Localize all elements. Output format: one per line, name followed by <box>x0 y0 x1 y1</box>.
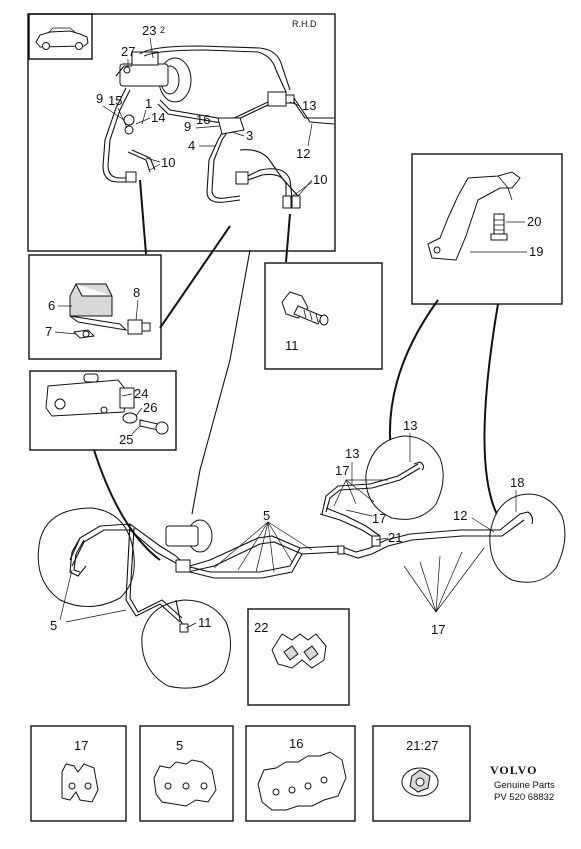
rhd-label: R.H.D <box>292 19 317 29</box>
callout-17-bottom: 17 <box>431 622 445 637</box>
callout-18: 18 <box>510 475 524 490</box>
clip-2127-detail: 21:27 <box>372 725 471 822</box>
callout-10b: 10 <box>313 172 327 187</box>
callout-19: 19 <box>529 244 543 259</box>
callout-17-top: 17 <box>335 463 349 478</box>
callout-23: 23 <box>142 23 156 38</box>
callout-22: 22 <box>254 620 268 635</box>
clip-17-detail: 17 <box>30 725 127 822</box>
callout-13: 13 <box>302 98 316 113</box>
callout-20: 20 <box>527 214 541 229</box>
clip-22-detail: 22 <box>247 608 350 706</box>
chassis-overview: 13 13 17 17 5 18 12 21 5 11 17 <box>37 418 566 689</box>
part-code: PV 520 68832 <box>494 792 554 803</box>
clip-5-detail: 5 <box>139 725 234 822</box>
car-thumbnail <box>28 13 93 60</box>
callout-25: 25 <box>119 432 133 447</box>
callout-21-27: 21:27 <box>406 738 439 753</box>
callout-9b: 9 <box>184 119 191 134</box>
callout-5-left: 5 <box>50 618 57 633</box>
engine-bay-detail: R.H.D <box>27 13 336 252</box>
callout-16-clip: 16 <box>289 736 303 751</box>
callout-13-chassis: 13 <box>345 446 359 461</box>
valve-detail: 24 26 25 <box>29 370 177 451</box>
fitting-detail: 11 <box>264 262 383 370</box>
callout-27: 27 <box>121 44 135 59</box>
callout-26: 26 <box>143 400 157 415</box>
bracket-detail: 6 8 7 <box>28 254 162 360</box>
callout-14: 14 <box>151 110 165 125</box>
callout-8: 8 <box>133 285 140 300</box>
callout-11: 11 <box>285 338 299 353</box>
callout-12-chassis: 12 <box>453 508 467 523</box>
callout-24: 24 <box>134 386 148 401</box>
callout-12: 12 <box>296 146 310 161</box>
callout-17-mid: 17 <box>372 511 386 526</box>
callout-9: 9 <box>96 91 103 106</box>
volvo-branding: VOLVO Genuine Parts PV 520 68832 <box>490 763 555 803</box>
callout-17-clip: 17 <box>74 738 88 753</box>
callout-5-clip: 5 <box>176 738 183 753</box>
callout-10a: 10 <box>161 155 175 170</box>
callout-6: 6 <box>48 298 55 313</box>
callout-16: 16 <box>196 112 210 127</box>
callout-15: 15 <box>108 93 122 108</box>
callout-7: 7 <box>45 324 52 339</box>
mount-detail: 20 19 <box>411 153 563 305</box>
callout-5-chassis: 5 <box>263 508 270 523</box>
brand-subtitle: Genuine Parts <box>494 780 555 791</box>
callout-1: 1 <box>145 96 152 111</box>
brand-logo: VOLVO <box>490 763 537 777</box>
callout-4: 4 <box>188 138 195 153</box>
callout-13-wheel: 13 <box>403 418 417 433</box>
callout-11-chassis: 11 <box>198 615 212 630</box>
callout-3: 3 <box>246 128 253 143</box>
svg-text:2: 2 <box>160 25 165 35</box>
clip-16-detail: 16 <box>245 725 356 822</box>
callout-21: 21 <box>388 530 402 545</box>
